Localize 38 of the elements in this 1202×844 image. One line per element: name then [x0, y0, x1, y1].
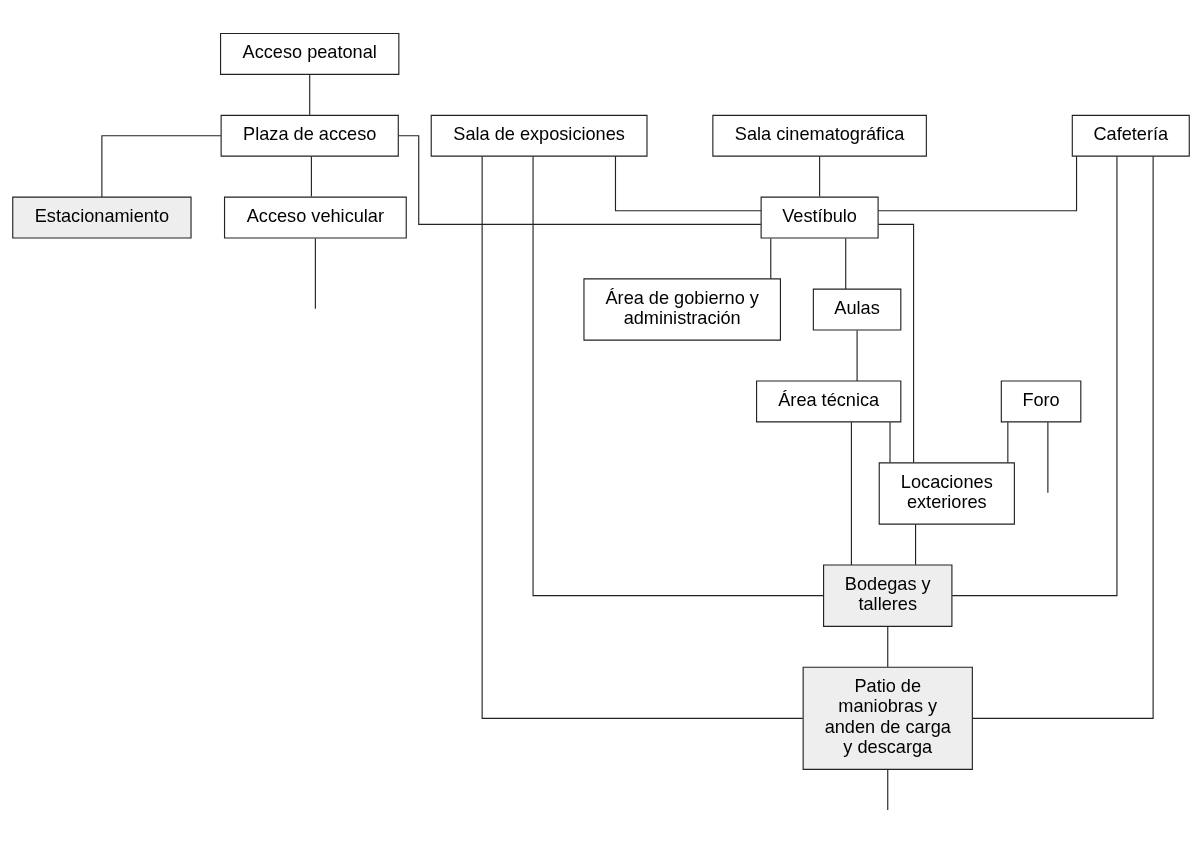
node-box: Sala de exposiciones [430, 114, 648, 157]
connector [309, 73, 311, 115]
connector [845, 237, 847, 290]
connector [314, 237, 316, 309]
node-box: Patio de maniobras y anden de carga y descarga [802, 666, 973, 770]
connector [889, 421, 891, 463]
node-box: Aulas [812, 288, 902, 330]
node-box: Área de gobierno y administración [583, 277, 781, 341]
node-box: Acceso vehicular [223, 196, 407, 239]
connector [101, 134, 222, 197]
node-box: Estacionamiento [12, 196, 192, 239]
connector [887, 625, 889, 667]
node-box: Sala cinematográfica [712, 114, 927, 157]
connector [614, 155, 762, 211]
node-box: Acceso peatonal [220, 32, 400, 75]
node-box: Locaciones exteriores [878, 461, 1015, 525]
node-box: Bodegas y talleres [823, 563, 953, 627]
node-box: Vestíbulo [760, 196, 879, 239]
node-box: Plaza de acceso [220, 114, 399, 157]
connector [878, 223, 915, 463]
connector [850, 421, 852, 565]
connector [951, 155, 1118, 596]
connector [856, 329, 858, 382]
connector [877, 155, 1078, 211]
connector [819, 155, 821, 197]
connector [532, 155, 825, 596]
connector [971, 155, 1154, 719]
connector [1047, 421, 1049, 493]
node-box: Cafetería [1071, 114, 1190, 157]
connector [398, 134, 762, 225]
connector [915, 523, 917, 565]
node-box: Área técnica [756, 380, 902, 422]
connector [1007, 421, 1009, 463]
node-box: Foro [1000, 380, 1082, 422]
connector [887, 768, 889, 811]
connector [310, 155, 312, 197]
connector [481, 155, 804, 719]
connector [770, 237, 772, 279]
